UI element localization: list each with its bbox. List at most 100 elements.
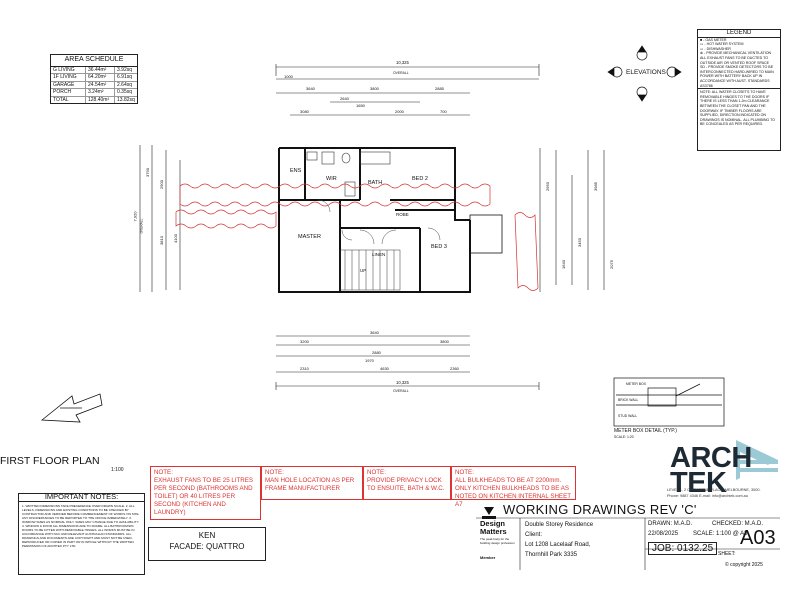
dim-text: 1650 [356, 103, 365, 108]
design-matters-sub: The peak body for the building design pr… [480, 537, 515, 545]
dim-text: 3640 [370, 330, 379, 335]
legend-note: NOTE: ALL WATER CLOSETS TO HAVE REMOVABL… [698, 88, 780, 128]
house-name: KEN [198, 531, 216, 540]
north-arrow-icon [40, 393, 103, 423]
meter-box-tag: METER BOX [626, 382, 646, 386]
dim-text: 3640 [306, 86, 315, 91]
design-matters-member: Member [480, 555, 496, 560]
dim-text: 4100 [172, 234, 178, 243]
dim-text: 1970 [365, 358, 374, 363]
table-row: PORCH 3.24m² 0.35sq [51, 89, 137, 97]
client-address-1: Lot 1208 Lacelaaf Road, [525, 542, 591, 548]
dim-text: 1640 [560, 260, 566, 269]
table-row: 1F LIVING 64.20m² 6.91sq [51, 74, 137, 82]
dim-text: 2640 [340, 96, 349, 101]
area-sq: 6.91sq [117, 74, 133, 80]
dim-overall-top: 10,325 [396, 60, 409, 65]
client-address-2: Thornhill Park 3335 [525, 552, 578, 558]
table-row: GARAGE 24.54m² 2.64sq [51, 81, 137, 89]
plan-scale: 1:100 [111, 467, 124, 473]
dim-text: 3800 [370, 86, 379, 91]
area-name: TOTAL [51, 96, 86, 103]
legend-item: SD - PROVIDE SMOKE DETECTORS TO BE INTER… [700, 65, 774, 88]
plan-title: FIRST FLOOR PLAN [0, 455, 100, 467]
right-dimensions [539, 148, 605, 292]
room-label-bed3: BED 3 [431, 244, 447, 250]
walls [278, 147, 471, 293]
area-name: G LIVING [51, 66, 86, 73]
room-label-ens: ENS [290, 168, 302, 174]
important-notes-title: IMPORTANT NOTES: [19, 493, 144, 502]
dim-overall-left: 7,920 [132, 211, 138, 222]
door-swings [317, 199, 441, 245]
elevations-label: ELEVATIONS [626, 69, 666, 76]
dim-text: 2000 [395, 109, 404, 114]
revision-cloud-1 [179, 183, 491, 207]
bathroom-fixtures [306, 151, 391, 197]
legend-panel: LEGEND ■ - GAS METER ▭ - HOT WATER SYSTE… [697, 29, 781, 151]
note-bulkheads: NOTE: ALL BULKHEADS TO BE AT 2200mm. ONL… [451, 466, 576, 508]
meter-box-tag: BRICK WALL [618, 398, 639, 402]
room-label-bath: BATH [368, 180, 383, 186]
title-block-grid [476, 517, 780, 570]
area-m2: 24.54m² [86, 81, 115, 88]
facade-box: KEN FACADE: QUATTRO [148, 527, 266, 561]
sheet-number: A03 [740, 527, 776, 549]
facade-name: FACADE: QUATTRO [169, 542, 245, 551]
dim-text: 3450 [576, 238, 582, 247]
dim-overall-top-label: OVERALL [393, 71, 409, 75]
dim-text: 1000 [284, 74, 293, 79]
dim-text: 700 [440, 109, 447, 114]
meter-box-label: METER BOX DETAIL (TYP.) [614, 428, 677, 434]
meter-box-detail [613, 377, 725, 427]
dim-overall-bottom-label: OVERALL [393, 389, 409, 393]
area-sq: 2.64sq [117, 81, 133, 88]
drawing-date: 22/08/2025 [648, 531, 679, 537]
area-m2: 3.24m² [86, 89, 115, 96]
archtek-address: LEVEL 1, 2 CREMORNE PLACE, MELBOURNE, 30… [667, 488, 761, 492]
room-label-stairs: UP [360, 268, 367, 273]
bottom-dimensions [275, 335, 540, 390]
room-label-robe: ROBE [396, 212, 409, 217]
dim-text: 2880 [372, 350, 381, 355]
sheet-label: SHEET: [718, 551, 736, 557]
important-notes-panel: IMPORTANT NOTES: 1. WRITTEN DIMENSIONS T… [18, 493, 145, 575]
archtek-logo-icon [736, 440, 778, 480]
meter-box-scale: SCALE: 1:20 [614, 435, 634, 439]
dim-overall-bottom: 10,325 [396, 380, 409, 385]
top-dimensions [275, 64, 540, 116]
stair-flight [339, 249, 401, 291]
area-sq: 13.82sq [117, 96, 135, 103]
copyright: © copyright 2025 [725, 562, 763, 568]
left-dimensions [139, 145, 181, 292]
room-label-linen: LINEN [372, 252, 386, 257]
area-sq: 0.35sq [117, 89, 133, 95]
dim-overall-left-label: OVERALL [139, 218, 144, 234]
dim-text: 2885 [435, 86, 444, 91]
legend-item: ▭ - HOT WATER SYSTEM [700, 42, 744, 47]
area-schedule-table: AREA SCHEDULE G LIVING 36.44m² 3.92sq 1F… [50, 54, 138, 104]
legend-title: LEGEND [698, 30, 780, 38]
meter-box-tag: STUD WALL [618, 414, 638, 418]
legend-item: ⊗ - PROVIDE MECHANICAL VENTILATION ALL E… [700, 51, 772, 65]
dim-text: 2900 [158, 180, 164, 189]
dim-text: 2950 [544, 182, 550, 191]
table-row: TOTAL 128.40m² 13.82sq [51, 96, 137, 103]
dim-text: 2360 [450, 366, 459, 371]
elevation-marker-icon [607, 45, 682, 102]
revision-cloud-3 [175, 209, 277, 229]
dim-text: 3810 [158, 236, 164, 245]
area-m2: 128.40m² [86, 96, 115, 103]
balcony-rail [469, 214, 503, 254]
project-label: Double Storey Residence [525, 522, 594, 528]
area-name: PORCH [51, 89, 86, 96]
revision-cloud-2 [514, 212, 539, 291]
area-m2: 64.20m² [86, 74, 115, 81]
dim-text: 2075 [608, 260, 614, 269]
note-man-hole: NOTE: MAN HOLE LOCATION AS PER FRAME MAN… [261, 466, 363, 500]
dim-text: 3985 [592, 182, 598, 191]
drawn-by: DRAWN: M.A.D. [648, 521, 693, 527]
area-schedule-title: AREA SCHEDULE [51, 55, 137, 67]
table-row: G LIVING 36.44m² 3.92sq [51, 66, 137, 74]
